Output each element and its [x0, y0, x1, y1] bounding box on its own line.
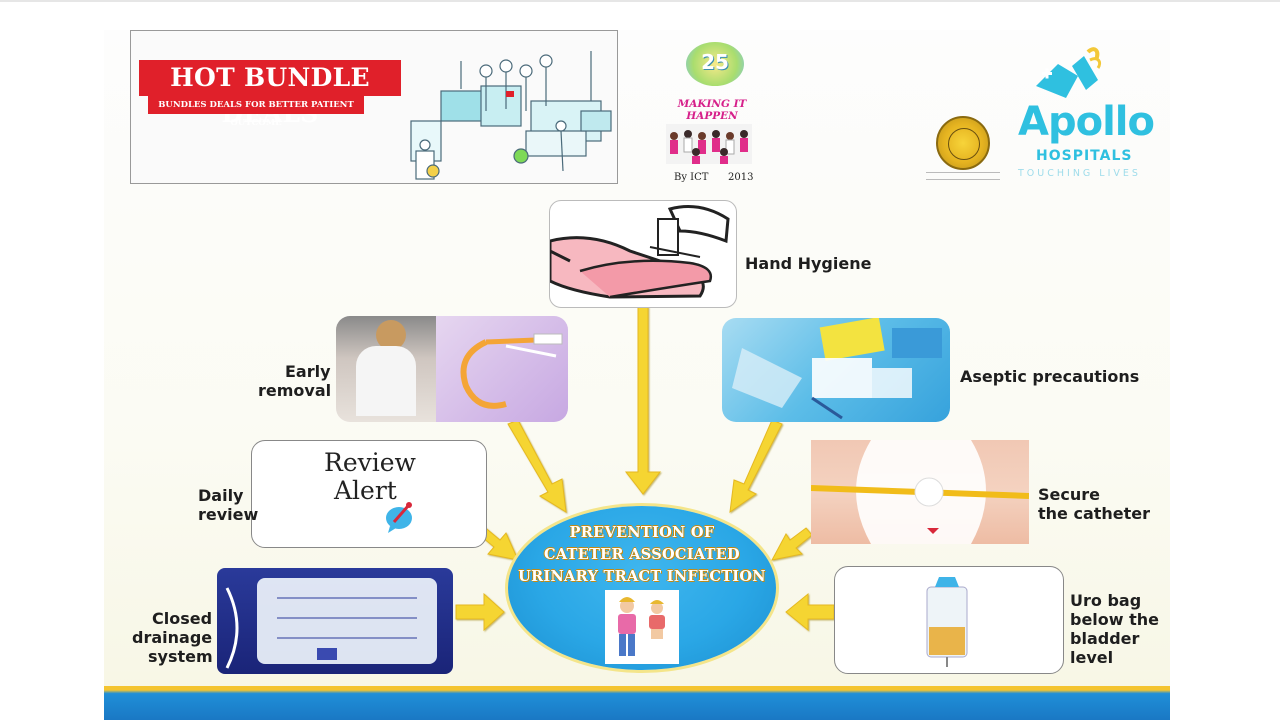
arrow-secure	[771, 527, 813, 561]
label-closed-1: Closed	[152, 609, 213, 628]
center-title-line-3: URINARY TRACT INFECTION	[518, 568, 766, 585]
catheter-icon	[460, 333, 563, 409]
arrow-aseptic	[729, 419, 783, 514]
year: 2013	[728, 172, 754, 183]
banner-subtitle: BUNDLES DEALS FOR BETTER PATIENT OUTCOME	[148, 96, 364, 128]
closed-drainage-image	[217, 568, 453, 674]
early-removal-image	[336, 316, 568, 422]
secure-catheter-image	[811, 440, 1029, 544]
patient-figures-icon	[618, 597, 665, 656]
center-title-line-1: PREVENTION OF	[569, 524, 715, 541]
arrow-early-removal	[507, 419, 567, 513]
arrow-hand-hygiene	[624, 306, 662, 495]
label-uro-1: Uro bag	[1070, 591, 1142, 610]
catheter-securement-icon	[811, 440, 1029, 544]
label-hand-hygiene: Hand Hygiene	[745, 254, 872, 273]
team-people-icon	[670, 130, 748, 164]
hand-hygiene-image	[549, 200, 737, 308]
drainage-bag-icon	[225, 578, 437, 669]
hand-washing-icon	[550, 205, 730, 299]
brand-sub: HOSPITALS	[1036, 148, 1133, 164]
urine-bag-icon	[926, 577, 968, 667]
slide-bottom-bar	[104, 686, 1170, 720]
label-closed-3: system	[148, 647, 213, 666]
patients-illustration	[605, 590, 679, 664]
label-uro-2: below the	[1070, 610, 1160, 629]
top-divider	[0, 0, 1280, 2]
label-secure-1: Secure	[1038, 485, 1100, 504]
team-photo	[666, 124, 752, 164]
label-early-removal-2: removal	[258, 381, 332, 400]
accreditation-caption	[926, 172, 1000, 180]
label-early-removal-1: Early	[285, 362, 331, 381]
review-alert-text-1: Review	[324, 448, 416, 477]
label-daily-review-1: Daily	[198, 486, 244, 505]
label-secure-2: the catheter	[1038, 504, 1151, 523]
brand-slogan: TOUCHING LIVES	[1018, 168, 1141, 179]
brand-name: Apollo	[1018, 99, 1155, 145]
uro-bag-card	[834, 566, 1064, 674]
review-alert-card	[251, 440, 487, 548]
label-daily-review-2: review	[198, 505, 259, 524]
label-uro-4: level	[1070, 648, 1114, 667]
anniversary-badge: 25	[686, 42, 744, 86]
label-uro-3: bladder	[1070, 629, 1140, 648]
accreditation-seal-icon	[936, 116, 990, 170]
label-closed-2: drainage	[132, 628, 213, 647]
hot-bundle-banner	[130, 30, 618, 184]
hospital-ward-illustration	[410, 51, 612, 180]
by-line: By ICT	[674, 172, 709, 183]
arrow-uro-bag	[785, 592, 835, 632]
review-alert-text-2: Alert	[334, 476, 397, 505]
center-title-line-2: CATETER ASSOCIATED	[544, 546, 740, 563]
aseptic-image	[722, 318, 950, 422]
sterile-kit-icon	[732, 318, 942, 420]
tagline: MAKING IT HAPPEN	[677, 98, 747, 122]
arrow-closed-drainage	[455, 592, 505, 632]
apollo-logo-icon	[1036, 47, 1102, 98]
anniversary-number: 25	[701, 50, 729, 74]
chat-alert-icon	[386, 502, 412, 533]
label-aseptic: Aseptic precautions	[960, 367, 1140, 386]
